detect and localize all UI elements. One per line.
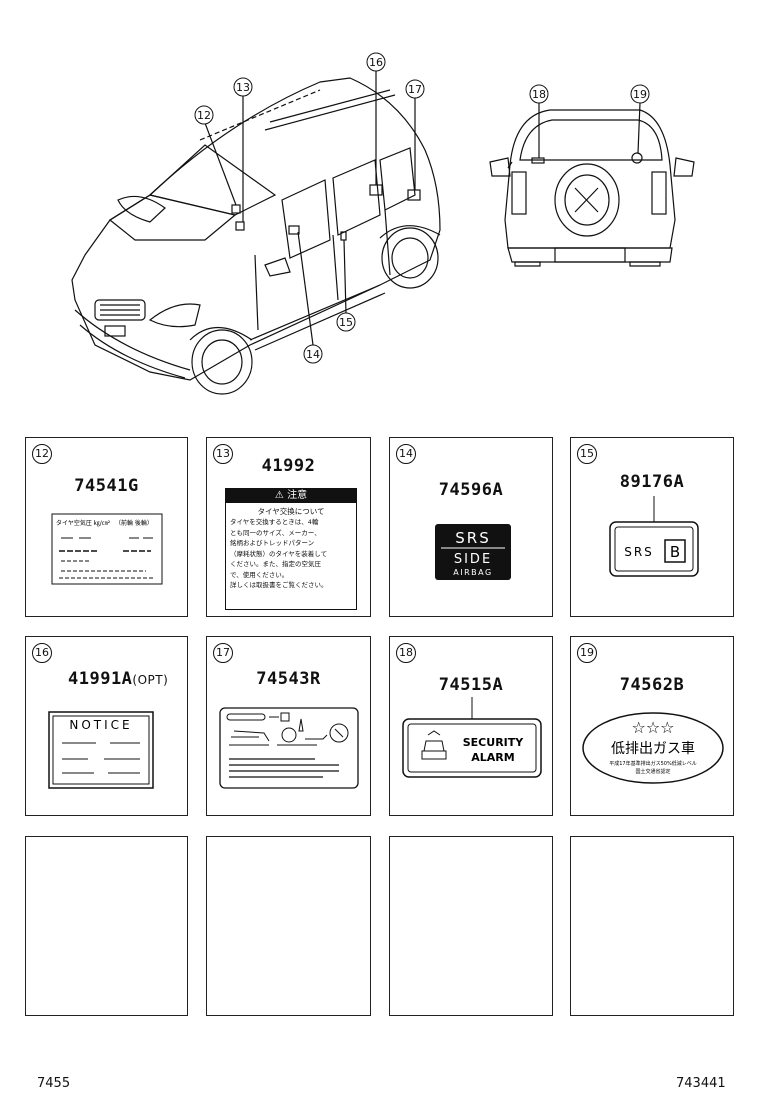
svg-text:平成17年基準排出ガス50%低減レベル: 平成17年基準排出ガス50%低減レベル <box>609 760 696 767</box>
svg-text:タイヤ空気圧 ㎏/㎝²: タイヤ空気圧 ㎏/㎝² <box>56 519 111 528</box>
panel-17: 17 74543R <box>206 636 371 816</box>
callout-13: 13 <box>233 77 253 97</box>
svg-text:SECURITY: SECURITY <box>463 736 525 749</box>
panel-number: 17 <box>213 643 233 663</box>
jack-instruction-label <box>219 707 359 789</box>
callout-15: 15 <box>336 312 356 332</box>
svg-text:16: 16 <box>369 56 383 69</box>
part-number: 41991A(OPT) <box>68 669 169 689</box>
panel-16: 16 41991A(OPT) NOTICE <box>25 636 188 816</box>
vehicle-diagram: 12 13 14 15 16 17 18 19 <box>71 52 695 395</box>
panel-13: 13 41992 ⚠ 注意 タイヤ交換について タイヤを交換するときは、4輪 と… <box>206 437 371 617</box>
svg-text:NOTICE: NOTICE <box>69 718 132 732</box>
notice-label: NOTICE <box>48 711 154 789</box>
callout-12: 12 <box>194 105 214 125</box>
tire-caution-label: ⚠ 注意 タイヤ交換について タイヤを交換するときは、4輪 とも同一のサイズ、メ… <box>225 488 357 610</box>
svg-text:SRS: SRS <box>455 529 490 547</box>
empty-panel-1 <box>25 836 188 1016</box>
empty-panel-3 <box>389 836 553 1016</box>
part-number: 74541G <box>74 476 139 496</box>
svg-text:SRS: SRS <box>624 545 654 559</box>
tire-pressure-label: タイヤ空気圧 ㎏/㎝² （前輪 後輪） <box>51 513 163 585</box>
part-number: 74515A <box>438 675 504 695</box>
panel-number: 18 <box>396 643 416 663</box>
part-number: 89176A <box>619 472 685 492</box>
panel-number: 19 <box>577 643 597 663</box>
car-front-view <box>71 70 441 395</box>
svg-text:ALARM: ALARM <box>471 751 514 764</box>
part-number: 41992 <box>261 456 316 476</box>
panel-15: 15 89176A SRS B <box>570 437 734 617</box>
footer-left-code: 7455 <box>37 1076 71 1091</box>
car-rear-view <box>489 102 695 267</box>
svg-text:低排出ガス車: 低排出ガス車 <box>611 740 695 757</box>
callout-19: 19 <box>630 84 650 104</box>
panel-number: 12 <box>32 444 52 464</box>
car-alarm-icon <box>421 730 447 760</box>
svg-text:17: 17 <box>408 83 422 96</box>
low-emission-label: ☆☆☆ 低排出ガス車 平成17年基準排出ガス50%低減レベル 国土交通省認定 <box>582 712 724 784</box>
caution-body: タイヤを交換するときは、4輪 とも同一のサイズ、メーカー、 銘柄およびトレッドパ… <box>230 518 328 589</box>
panel-18: 18 74515A SECURITY ALARM <box>389 636 553 816</box>
opt-note: (OPT) <box>132 673 169 687</box>
srs-side-airbag-label: SRS SIDE AIRBAG <box>435 524 511 580</box>
panel-number: 14 <box>396 444 416 464</box>
callout-18: 18 <box>529 84 549 104</box>
callout-14: 14 <box>303 344 323 364</box>
svg-text:国土交通省認定: 国土交通省認定 <box>635 768 670 775</box>
panel-number: 16 <box>32 643 52 663</box>
svg-text:（前輪 後輪）: （前輪 後輪） <box>115 519 153 527</box>
empty-panel-2 <box>206 836 371 1016</box>
svg-text:18: 18 <box>532 88 546 101</box>
callout-17: 17 <box>405 79 425 99</box>
svg-text:B: B <box>670 543 680 561</box>
security-alarm-label: SECURITY ALARM <box>402 697 542 778</box>
panel-19: 19 74562B ☆☆☆ 低排出ガス車 平成17年基準排出ガス50%低減レベル… <box>570 636 734 816</box>
callout-16: 16 <box>366 52 386 72</box>
empty-panel-4 <box>570 836 734 1016</box>
svg-text:14: 14 <box>306 348 320 361</box>
part-number: 74543R <box>256 669 321 689</box>
panel-number: 13 <box>213 444 233 464</box>
srs-b-label: SRS B <box>609 496 699 577</box>
svg-text:12: 12 <box>197 109 211 122</box>
footer-right-code: 743441 <box>676 1076 726 1091</box>
panel-14: 14 74596A SRS SIDE AIRBAG <box>389 437 553 617</box>
svg-text:☆☆☆: ☆☆☆ <box>631 718 674 737</box>
panel-number: 15 <box>577 444 597 464</box>
caution-title: タイヤ交換について <box>257 507 325 516</box>
svg-text:AIRBAG: AIRBAG <box>453 568 492 577</box>
svg-text:13: 13 <box>236 81 250 94</box>
svg-text:15: 15 <box>339 316 353 329</box>
svg-text:SIDE: SIDE <box>454 552 492 567</box>
caution-header: ⚠ 注意 <box>226 489 356 503</box>
panel-12: 12 74541G タイヤ空気圧 ㎏/㎝² （前輪 後輪） <box>25 437 188 617</box>
part-number: 74562B <box>619 675 685 695</box>
part-number: 74596A <box>438 480 504 500</box>
svg-text:19: 19 <box>633 88 647 101</box>
